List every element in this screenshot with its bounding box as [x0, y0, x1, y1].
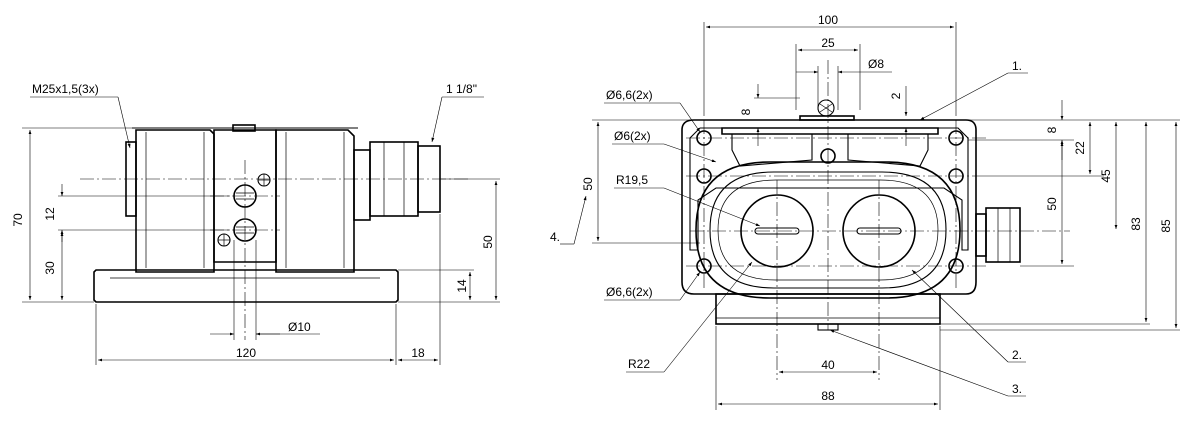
dim-8-right: 8	[1045, 126, 1059, 133]
dim-120: 120	[236, 346, 256, 360]
callout-1: 1.	[1012, 59, 1022, 73]
callout-4: 4.	[550, 230, 560, 244]
dim-12: 12	[43, 207, 57, 221]
dim-100: 100	[818, 13, 838, 27]
dim-88: 88	[821, 389, 835, 403]
dim-85: 85	[1159, 219, 1173, 233]
housing-left-section	[135, 129, 215, 273]
dim-50-front-left: 50	[581, 177, 595, 191]
base-plate	[93, 269, 399, 303]
dim-8-left: 8	[739, 108, 753, 115]
label-hole-top: Ø6,6(2x)	[606, 88, 653, 102]
dim-14: 14	[455, 279, 469, 293]
dim-25: 25	[821, 36, 835, 50]
housing-right-section	[275, 129, 355, 273]
callout-2: 2.	[1012, 348, 1022, 362]
dim-30: 30	[43, 261, 57, 275]
dim-83: 83	[1129, 217, 1143, 231]
label-hole-bottom: Ø6,6(2x)	[606, 285, 653, 299]
front-view: 100 25 Ø8 8 2 Ø6,6(2x) Ø6(2x) R19,5 Ø6	[550, 13, 1180, 410]
dim-50-front-right: 50	[1045, 197, 1059, 211]
label-thread: M25x1,5(3x)	[32, 82, 99, 96]
dim-2: 2	[889, 92, 903, 99]
label-gland: 1 1/8"	[446, 82, 477, 96]
dim-70: 70	[11, 213, 25, 227]
mounting-holes	[696, 130, 964, 274]
side-holes	[210, 160, 280, 340]
dim-dia10: Ø10	[288, 320, 311, 334]
oval-body	[695, 161, 961, 299]
dim-dia8: Ø8	[868, 57, 884, 71]
dim-22: 22	[1073, 141, 1087, 155]
label-radius-small: R19,5	[616, 173, 648, 187]
front-cable-gland	[975, 207, 1021, 263]
callout-3: 3.	[1012, 382, 1022, 396]
label-radius-large: R22	[628, 357, 650, 371]
label-hole-mid: Ø6(2x)	[614, 129, 651, 143]
dim-40: 40	[821, 358, 835, 372]
dim-45: 45	[1099, 169, 1113, 183]
side-view: 70 30 12 50 14 Ø10 120 18	[11, 82, 500, 365]
right-cable-gland	[353, 141, 441, 221]
dim-18: 18	[411, 346, 425, 360]
dim-50-side: 50	[481, 235, 495, 249]
housing-outline	[681, 119, 977, 295]
